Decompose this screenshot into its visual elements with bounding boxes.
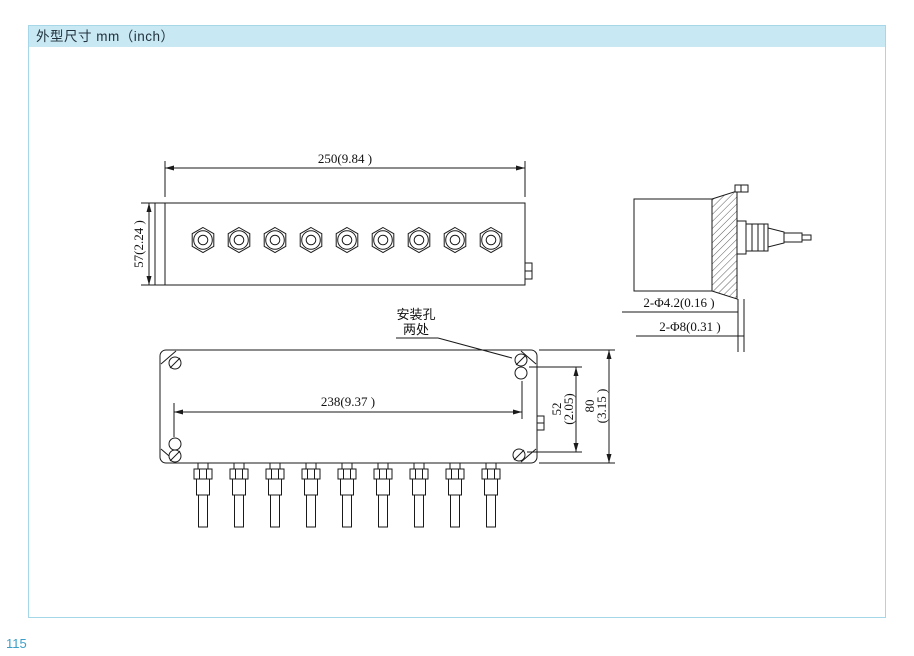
dim-text-80: 80 [582,400,597,413]
cable-plug [481,462,501,528]
cable-plug [409,462,429,528]
cable-plug [193,462,213,528]
page-number: 115 [6,636,27,651]
cable-plug [229,462,249,528]
dim-text-phi8: 2-Φ8(0.31 ) [659,319,721,334]
dim-text-52-inch: (2.05) [561,393,576,424]
dim-height-57: 57(2.24 ) [131,202,155,286]
dim-text-250: 250(9.84 ) [318,151,372,166]
cable-plug [301,462,321,528]
dim-text-57: 57(2.24 ) [131,220,146,268]
dim-pitch-52: 52 (2.05) [527,366,582,453]
dim-text-phi4: 2-Φ4.2(0.16 ) [643,295,714,310]
cable-plug [265,462,285,528]
dim-width-250: 250(9.84 ) [164,151,526,197]
dim-mounting-hole-callouts: 2-Φ4.2(0.16 ) 2-Φ8(0.31 ) [622,295,744,337]
bottom-view [159,349,545,528]
panel-title: 外型尺寸 mm（inch） [36,29,175,44]
mounting-hole-label: 安装孔 两处 [396,307,513,359]
side-view [633,184,812,352]
label-two-places: 两处 [403,322,429,337]
dim-text-80-inch: (3.15 ) [594,389,609,424]
dim-text-238: 238(9.37 ) [321,394,375,409]
dim-height-80: 80 (3.15 ) [539,349,615,464]
cable-plug [445,462,465,528]
cable-plug [373,462,393,528]
front-view [154,202,533,286]
panel-header: 外型尺寸 mm（inch） [29,26,885,47]
cable-plug [337,462,357,528]
dim-text-52: 52 [549,403,564,416]
dim-width-238: 238(9.37 ) [173,381,523,437]
label-mounting-hole: 安装孔 [396,307,435,322]
